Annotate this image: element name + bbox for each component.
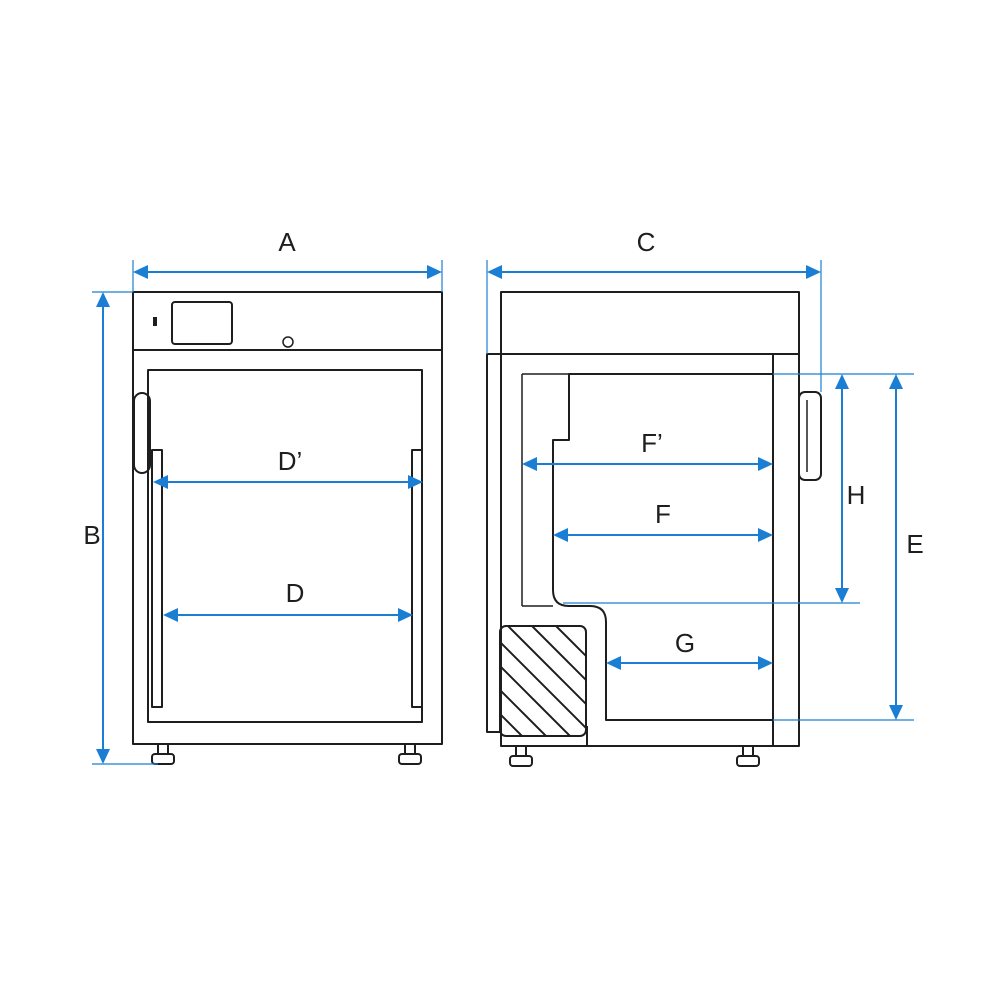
dim-f-prime-arrow-left [522,457,537,471]
dim-c-arrow-left [487,265,502,279]
side-back-panel [486,353,502,733]
label-h: H [847,480,866,510]
control-knob-icon [282,336,294,348]
side-front-foot [736,755,760,767]
dim-g-arrow-left [606,656,621,670]
dim-f-arrow-right [758,528,773,542]
right-shelf-rail [411,449,423,708]
dim-h-arrow-bottom [835,588,849,603]
label-f: F [655,499,671,529]
side-cabinet-body [500,353,774,747]
power-indicator-icon [153,317,157,326]
dim-g-arrow-right [758,656,773,670]
dim-b-arrow-top [96,292,110,307]
dim-d-prime-arrow-left [153,475,168,489]
label-g: G [675,628,695,658]
door-handle [133,392,151,474]
left-shelf-rail [151,449,163,708]
side-rear-foot-stem [515,745,527,757]
dim-d-prime-arrow-right [408,475,423,489]
label-f-prime: F’ [641,428,663,458]
side-door-handle [798,391,822,481]
dim-a-arrow-right [427,265,442,279]
front-right-foot-stem [404,743,416,755]
label-b: B [83,520,100,550]
dimension-labels: A B C D’ D F’ F G H E [83,227,923,658]
dim-e-arrow-bottom [889,705,903,720]
dim-a-arrow-left [133,265,148,279]
front-door [147,369,423,723]
label-c: C [637,227,656,257]
front-right-foot [398,753,422,765]
front-left-foot [151,753,175,765]
side-top-block [500,291,800,355]
front-view [132,291,443,765]
display-screen [171,301,233,345]
label-d: D [286,578,305,608]
dim-h-arrow-top [835,374,849,389]
side-front-foot-stem [742,745,754,757]
side-rear-foot [509,755,533,767]
dim-e-arrow-top [889,374,903,389]
dim-f-prime-arrow-right [758,457,773,471]
side-interior-profile [552,373,773,721]
dim-d-arrow-left [163,608,178,622]
front-left-foot-stem [157,743,169,755]
dim-c-arrow-right [806,265,821,279]
label-a: A [278,227,296,257]
dimension-lines [92,260,914,765]
side-door-profile [772,353,800,747]
dim-b-arrow-bottom [96,749,110,764]
dim-d-arrow-right [398,608,413,622]
dim-f-arrow-left [553,528,568,542]
compressor-hatch [500,626,586,736]
label-d-prime: D’ [278,446,303,476]
front-cabinet-body [132,291,443,745]
side-view [486,291,822,767]
label-e: E [906,529,923,559]
